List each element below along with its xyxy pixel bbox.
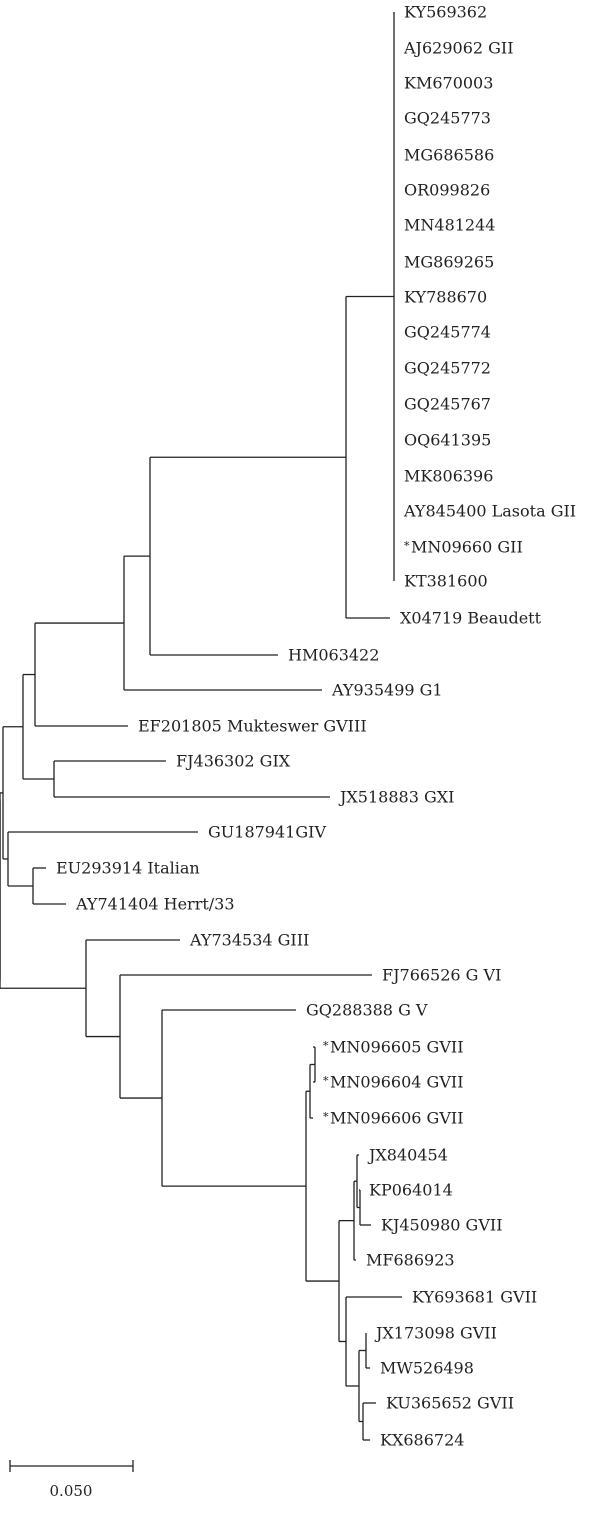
highlight-marker: *: [404, 540, 410, 553]
highlight-marker: *: [323, 1075, 329, 1088]
leaf-label-kp064014: KP064014: [369, 1181, 453, 1200]
leaf-label-ay741404: AY741404 Herrt/33: [75, 895, 235, 914]
leaf-label-x04719: X04719 Beaudett: [400, 609, 542, 628]
leaf-label-mn09660: MN09660 GII: [411, 538, 523, 557]
leaf-label-kx686724: KX686724: [380, 1431, 464, 1450]
leaf-label-hm063422: HM063422: [288, 646, 379, 665]
tree-branches: [0, 12, 402, 1441]
highlight-marker: *: [323, 1111, 329, 1124]
leaf-label-mw526498: MW526498: [380, 1359, 474, 1378]
scale-bar: 0.050: [9, 1460, 134, 1500]
leaf-label-ay734534: AY734534 GIII: [189, 931, 309, 950]
leaf-label-km670003: KM670003: [404, 74, 493, 93]
leaf-label-fj766526: FJ766526 G VI: [382, 966, 501, 985]
scale-bar-label: 0.050: [50, 1482, 93, 1500]
leaf-label-gq245772: GQ245772: [404, 359, 491, 378]
leaf-label-mg869265: MG869265: [404, 253, 494, 272]
leaf-label-mn481244: MN481244: [404, 216, 495, 235]
leaf-label-gq245773: GQ245773: [404, 109, 491, 128]
leaf-label-mg686586: MG686586: [404, 146, 494, 165]
leaf-label-kj450980: KJ450980 GVII: [381, 1216, 503, 1235]
leaf-label-ef201805: EF201805 Mukteswer GVIII: [138, 717, 367, 736]
leaf-label-mn096604: MN096604 GVII: [330, 1073, 464, 1092]
leaf-label-mn096605: MN096605 GVII: [330, 1038, 464, 1057]
leaf-label-oq641395: OQ641395: [404, 431, 491, 450]
leaf-label-or099826: OR099826: [404, 181, 490, 200]
leaf-label-gq245774: GQ245774: [404, 323, 491, 342]
leaf-label-jx840454: JX840454: [367, 1146, 448, 1165]
leaf-label-ky788670: KY788670: [404, 288, 487, 307]
leaf-label-kt381600: KT381600: [404, 572, 488, 591]
leaf-label-mf686923: MF686923: [366, 1251, 455, 1270]
highlight-marker: *: [323, 1040, 329, 1053]
leaf-label-ky693681: KY693681 GVII: [412, 1288, 537, 1307]
leaf-label-jx173098: JX173098 GVII: [374, 1324, 497, 1343]
leaf-label-gq288388: GQ288388 G V: [306, 1001, 428, 1020]
leaf-label-eu293914: EU293914 Italian: [56, 859, 200, 878]
leaf-label-ku365652: KU365652 GVII: [386, 1394, 514, 1413]
leaf-label-mn096606: MN096606 GVII: [330, 1109, 464, 1128]
leaf-label-mk806396: MK806396: [404, 467, 493, 486]
leaf-label-gq245767: GQ245767: [404, 395, 491, 414]
leaf-label-gu187941: GU187941GIV: [208, 823, 326, 842]
leaf-label-jx518883: JX518883 GXI: [338, 788, 454, 807]
leaf-label-ay935499: AY935499 G1: [331, 681, 443, 700]
leaf-label-aj629062: AJ629062 GII: [403, 39, 514, 58]
leaf-label-ay845400: AY845400 Lasota GII: [403, 502, 576, 521]
leaf-label-fj436302: FJ436302 GIX: [176, 752, 291, 771]
leaf-label-ky569362: KY569362: [404, 3, 487, 22]
